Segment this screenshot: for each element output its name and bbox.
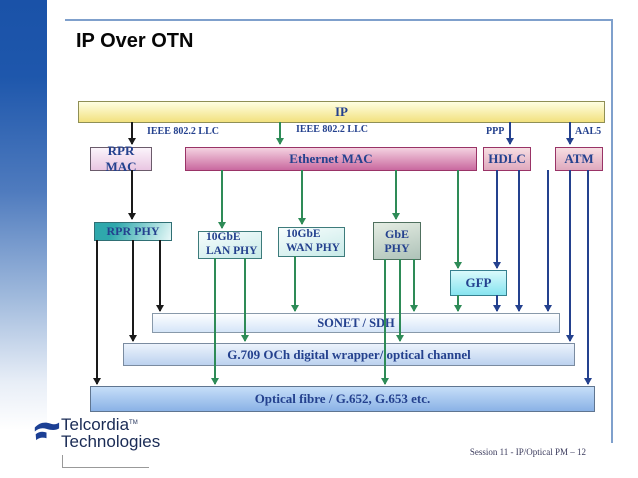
arrowhead (381, 378, 389, 385)
box-gbe-phy: GbE PHY (373, 222, 421, 260)
arrowhead (410, 305, 418, 312)
connector-eth-mac-lan-phy (221, 170, 223, 228)
telcordia-logo-icon (34, 422, 60, 441)
connector-eth-mac-gbe-phy (395, 170, 397, 219)
arrowhead (128, 138, 136, 145)
page-title: IP Over OTN (76, 30, 194, 52)
box-gfp: GFP (450, 270, 507, 296)
arrowhead (93, 378, 101, 385)
label-ppp: PPP (486, 126, 505, 137)
arrowhead (298, 218, 306, 225)
connector-atm-sonet (547, 170, 549, 311)
connector-lan-phy-g709 (244, 258, 246, 341)
connector-rpr-phy-fibre (96, 240, 98, 384)
arrowhead (493, 305, 501, 312)
arrowhead (544, 305, 552, 312)
connector-lan-phy-fibre (214, 258, 216, 384)
box-sonet: SONET / SDH (152, 313, 560, 333)
logo-wordmark: TelcordiaTM (61, 415, 138, 434)
connector-atm-fibre (587, 170, 589, 384)
logo-wordmark-2: Technologies (61, 432, 161, 451)
box-atm: ATM (555, 147, 603, 171)
box-rpr-mac: RPR MAC (90, 143, 152, 174)
connector-gbe-phy-fibre (384, 259, 386, 384)
logo-underline (62, 455, 149, 468)
connector-gbe-phy-sonet (413, 259, 415, 311)
connector-eth-mac-gfp (457, 170, 459, 268)
connector-eth-mac-wan-phy (301, 170, 303, 224)
arrowhead (584, 378, 592, 385)
connector-gfp-sonet (496, 295, 498, 311)
arrowhead (515, 305, 523, 312)
arrowhead (128, 213, 136, 220)
arrowhead (392, 213, 400, 220)
connector-ip-eth-mac (279, 122, 281, 144)
label-aal5: AAL5 (575, 126, 602, 137)
connector-ip-atm (569, 122, 571, 144)
arrowhead (454, 262, 462, 269)
slide-footer: Session 11 - IP/Optical PM – 12 (469, 447, 586, 457)
arrowhead (241, 335, 249, 342)
connector-rpr-phy-g709 (132, 240, 134, 341)
arrowhead (291, 305, 299, 312)
connector-gbe-phy-g709 (399, 259, 401, 341)
arrowhead (493, 262, 501, 269)
connector-atm-g709 (569, 170, 571, 341)
arrowhead (218, 222, 226, 229)
arrowhead (276, 138, 284, 145)
box-fibre: Optical fibre / G.652, G.653 etc. (90, 386, 595, 412)
box-g709: G.709 OCh digital wrapper/ optical chann… (123, 343, 575, 366)
connector-wan-phy-sonet (294, 256, 296, 311)
right-rule (611, 19, 613, 443)
connector-ip-rpr-mac (131, 122, 133, 144)
label-llc-2: IEEE 802.2 LLC (296, 124, 368, 135)
box-rpr-phy: RPR PHY (94, 222, 172, 241)
connector-rpr-phy-sonet (159, 240, 161, 311)
arrowhead (129, 335, 137, 342)
box-eth-mac: Ethernet MAC (185, 147, 477, 171)
arrowhead (566, 335, 574, 342)
box-lan-phy: 10GbE LAN PHY (198, 231, 262, 259)
connector-hdlc-gfp (496, 170, 498, 268)
label-llc-1: IEEE 802.2 LLC (147, 126, 219, 137)
arrowhead (156, 305, 164, 312)
connector-hdlc-sonet (518, 170, 520, 311)
arrowhead (454, 305, 462, 312)
box-ip: IP (78, 101, 605, 123)
left-gradient-bar (0, 0, 47, 478)
connector-rpr-mac-rpr-phy (131, 170, 133, 219)
arrowhead (211, 378, 219, 385)
connector-gfp-sonet (457, 295, 459, 311)
arrowhead (566, 138, 574, 145)
arrowhead (506, 138, 514, 145)
top-rule (65, 19, 613, 21)
box-hdlc: HDLC (483, 147, 531, 171)
trademark-symbol: TM (129, 420, 138, 426)
arrowhead (396, 335, 404, 342)
box-wan-phy: 10GbE WAN PHY (278, 227, 345, 257)
connector-ip-hdlc (509, 122, 511, 144)
